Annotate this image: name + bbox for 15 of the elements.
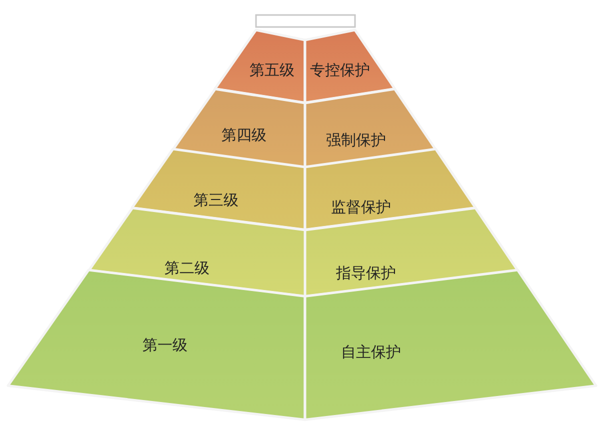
level-label: 第三级 xyxy=(194,190,238,209)
level-label: 强制保护 xyxy=(326,130,386,149)
level-label: 自主保护 xyxy=(341,342,401,361)
pyramid-band xyxy=(88,208,305,296)
level-label: 专控保护 xyxy=(310,61,370,79)
pyramid-band xyxy=(305,149,476,230)
pyramid-top xyxy=(255,14,356,28)
pyramid-band xyxy=(305,88,436,168)
level-label: 第四级 xyxy=(221,126,266,144)
level-label: 监督保护 xyxy=(331,198,391,216)
pyramid-band xyxy=(132,149,305,230)
level-label: 第二级 xyxy=(164,259,210,277)
level-label: 第五级 xyxy=(249,61,294,79)
level-label: 指导保护 xyxy=(336,264,396,282)
level-label: 第一级 xyxy=(142,336,188,354)
